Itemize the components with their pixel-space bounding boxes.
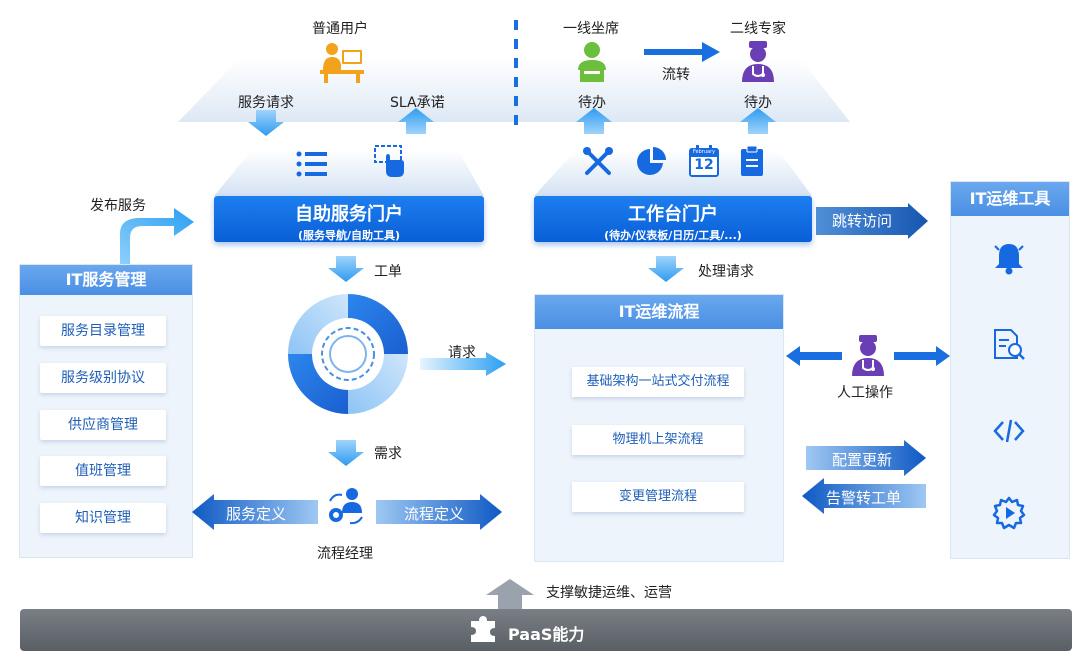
itsm-item-duty[interactable]: 值班管理	[40, 456, 166, 486]
itsm-item-sla[interactable]: 服务级别协议	[40, 363, 166, 393]
itsm-item-knowledge[interactable]: 知识管理	[40, 503, 166, 533]
jump-label: 跳转访问	[832, 212, 893, 230]
process-def-arrow	[376, 494, 502, 530]
config-arrow	[806, 440, 926, 476]
support-label: 支撑敏捷运维、运营	[546, 585, 672, 601]
down-arrow-request	[248, 110, 284, 136]
paas-bar	[20, 609, 1072, 651]
transfer-label: 流转	[662, 67, 690, 83]
ticket-down-arrow	[328, 256, 364, 282]
work-portal-subtitle: (待办/仪表板/日历/工具/...)	[604, 229, 742, 242]
todo2-label: 待办	[744, 95, 772, 111]
self-service-portal[interactable]: 自助服务门户 (服务导航/自助工具)	[214, 196, 484, 242]
bell-icon[interactable]	[993, 240, 1025, 276]
agent-icon	[574, 40, 610, 84]
service-request-label: 服务请求	[238, 95, 294, 111]
itops-item-change[interactable]: 变更管理流程	[572, 482, 744, 512]
handle-request-label: 处理请求	[698, 264, 754, 280]
tools-icon	[583, 147, 613, 177]
clipboard-icon	[740, 145, 764, 177]
code-icon[interactable]	[993, 418, 1025, 444]
itsm-item-supplier[interactable]: 供应商管理	[40, 410, 166, 440]
manual-right-arrow	[894, 346, 950, 366]
itops-item-infra[interactable]: 基础架构一站式交付流程	[572, 367, 744, 397]
manual-left-arrow	[786, 346, 842, 366]
alarm-arrow	[802, 478, 926, 514]
process-manager-icon	[326, 487, 366, 525]
config-label: 配置更新	[832, 451, 893, 469]
puzzle-icon	[468, 615, 498, 643]
sla-label: SLA承诺	[390, 95, 445, 111]
calendar-icon: February 12	[689, 145, 719, 177]
workbench-portal[interactable]: 工作台门户 (待办/仪表板/日历/工具/...)	[534, 196, 812, 242]
work-portal-title: 工作台门户	[628, 204, 718, 225]
demand-label: 需求	[374, 446, 402, 462]
support-up-arrow	[486, 579, 534, 609]
handle-down-arrow	[648, 256, 684, 282]
service-def-label: 服务定义	[226, 505, 287, 523]
operator-icon	[850, 334, 886, 378]
expert-icon	[740, 40, 776, 84]
jump-arrow	[816, 203, 928, 239]
document-search-icon[interactable]	[993, 328, 1025, 362]
gear-play-icon[interactable]	[992, 496, 1026, 530]
tools-panel: IT运维工具	[950, 181, 1070, 559]
user-desk-icon	[318, 40, 366, 84]
itsm-item-catalog[interactable]: 服务目录管理	[40, 316, 166, 346]
paas-label: PaaS能力	[508, 625, 585, 644]
up-arrow-sla	[398, 108, 434, 134]
todo1-label: 待办	[578, 95, 606, 111]
touch-icon	[374, 145, 406, 179]
service-def-arrow	[192, 494, 318, 530]
itops-item-physical[interactable]: 物理机上架流程	[572, 425, 744, 455]
manual-label: 人工操作	[837, 385, 893, 401]
self-portal-title: 自助服务门户	[295, 204, 403, 225]
itsm-title: IT服务管理	[20, 265, 192, 295]
agent1-label: 一线坐席	[563, 21, 619, 37]
transfer-arrow	[644, 42, 720, 62]
request-label: 请求	[448, 345, 476, 361]
publish-service-label: 发布服务	[90, 198, 146, 214]
request-arrow	[420, 352, 506, 376]
calendar-day: 12	[694, 157, 714, 173]
alarm-label: 告警转工单	[826, 489, 902, 507]
cycle-icon	[288, 294, 408, 414]
process-def-label: 流程定义	[404, 505, 465, 523]
process-manager-label: 流程经理	[317, 546, 373, 562]
itops-title: IT运维流程	[535, 295, 783, 329]
agent2-label: 二线专家	[730, 21, 786, 37]
tools-title: IT运维工具	[951, 182, 1069, 216]
calendar-month: February	[692, 149, 716, 155]
pie-chart-icon	[636, 147, 666, 177]
up-arrow-todo2	[740, 108, 776, 134]
up-arrow-todo1	[576, 108, 612, 134]
user-label: 普通用户	[312, 21, 368, 37]
list-icon	[296, 150, 328, 178]
self-portal-subtitle: (服务导航/自助工具)	[297, 229, 401, 242]
ticket-label: 工单	[374, 264, 402, 280]
demand-down-arrow	[328, 440, 364, 466]
publish-arrow	[120, 208, 194, 266]
top-band	[178, 20, 850, 196]
